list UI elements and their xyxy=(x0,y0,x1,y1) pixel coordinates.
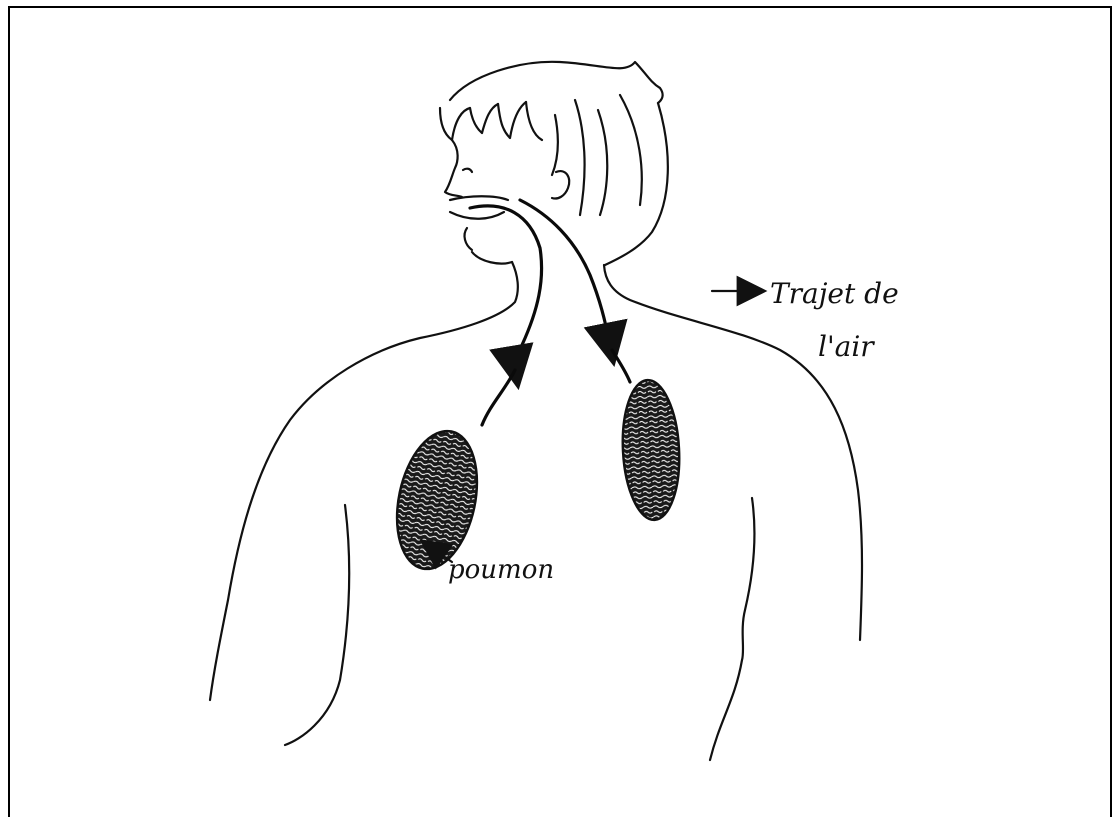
hair xyxy=(440,62,668,265)
torso-outline xyxy=(210,262,862,760)
air-path-label-line1: Trajet de xyxy=(770,277,899,310)
lung-label: poumon xyxy=(448,555,554,585)
airway-path xyxy=(470,200,630,425)
left-lung xyxy=(385,424,488,577)
face xyxy=(445,140,569,264)
air-path-label-line2: l'air xyxy=(818,330,875,363)
right-lung xyxy=(619,379,682,522)
